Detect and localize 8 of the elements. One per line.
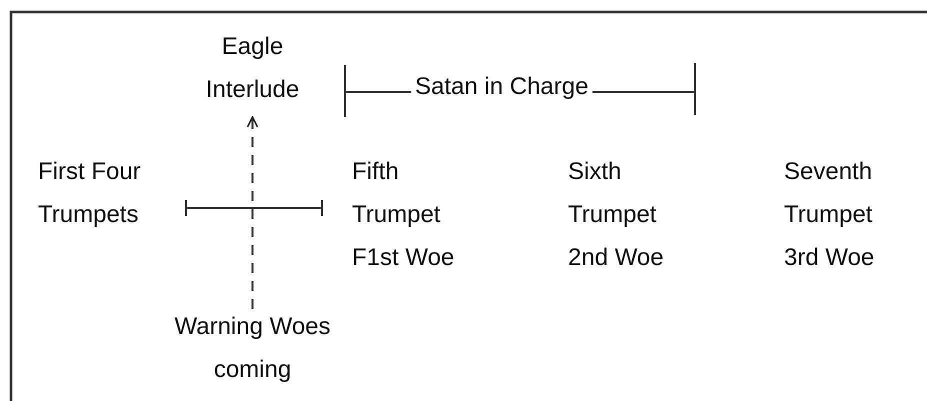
timeline-label: Fifth Trumpet F1st Woe [352, 150, 482, 279]
arrow [246, 116, 258, 309]
timeline-label: Warning Woes coming [155, 305, 350, 391]
timeline-label: First Four Trumpets [38, 150, 188, 236]
timeline-label: Seventh Trumpet 3rd Woe [784, 150, 914, 279]
timeline-label: Sixth Trumpet 2nd Woe [568, 150, 698, 279]
timeline-label: Eagle Interlude [195, 25, 310, 111]
span-label: Satan in Charge [415, 72, 588, 102]
